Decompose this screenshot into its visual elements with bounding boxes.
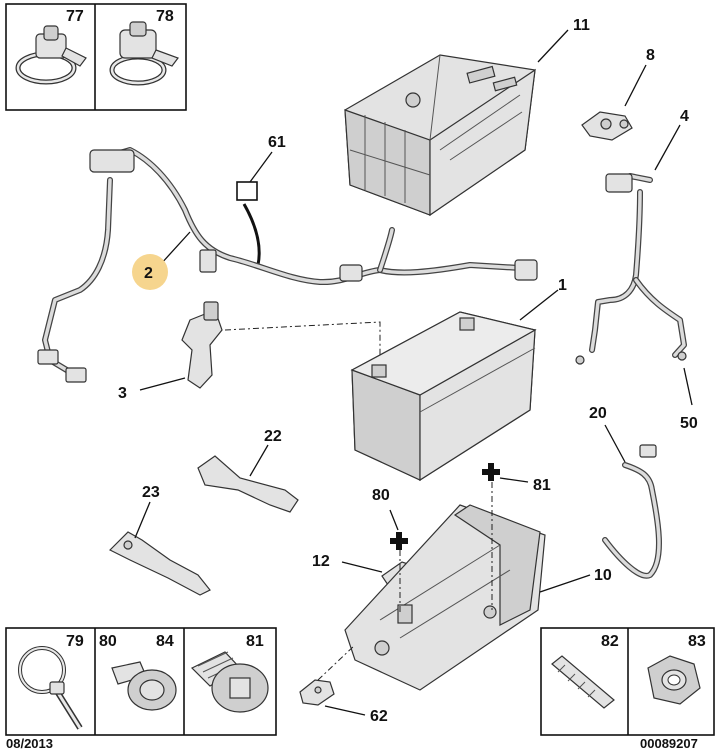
label-61: 61 xyxy=(268,134,286,151)
label-1: 1 xyxy=(558,277,567,294)
label-50: 50 xyxy=(680,415,698,432)
label-83: 83 xyxy=(688,633,706,650)
bracket-3 xyxy=(181,301,223,389)
label-81-bottom: 81 xyxy=(246,633,264,650)
label-82: 82 xyxy=(601,633,619,650)
label-22: 22 xyxy=(264,428,282,445)
ground-cable-20 xyxy=(602,444,662,579)
label-79: 79 xyxy=(66,633,84,650)
cable-clip-78-icon xyxy=(109,21,179,86)
bracket-22 xyxy=(197,455,299,513)
part-61-marker xyxy=(236,181,258,201)
positive-cable-4 xyxy=(575,173,687,365)
label-81-top: 81 xyxy=(533,477,551,494)
bolt-81-icon xyxy=(190,651,269,713)
plus-icon xyxy=(482,463,500,481)
label-11: 11 xyxy=(573,17,590,34)
bracket-23 xyxy=(108,531,211,596)
label-20: 20 xyxy=(589,405,607,422)
label-80-bottom: 80 xyxy=(99,633,117,650)
stud-82-icon xyxy=(551,655,615,709)
label-2: 2 xyxy=(144,265,153,282)
label-8: 8 xyxy=(646,47,655,64)
cable-clip-77-icon xyxy=(15,25,87,85)
terminal-clamp-8 xyxy=(581,111,633,141)
nut-83-icon xyxy=(647,655,701,705)
plus-icon xyxy=(390,532,408,550)
label-3: 3 xyxy=(118,385,127,402)
label-12: 12 xyxy=(312,553,330,570)
footer-date: 08/2013 xyxy=(6,736,53,750)
bracket-62 xyxy=(299,679,335,706)
label-4: 4 xyxy=(680,108,689,125)
screw-80-84-icon xyxy=(111,661,177,711)
cable-tie-79-icon xyxy=(18,646,83,730)
label-77: 77 xyxy=(66,8,84,25)
highlight-marker xyxy=(132,254,168,290)
battery-1 xyxy=(350,311,537,482)
label-10: 10 xyxy=(594,567,612,584)
battery-housing-11 xyxy=(344,54,536,217)
wiring-harness-2 xyxy=(37,147,538,383)
label-84: 84 xyxy=(156,633,174,650)
label-23: 23 xyxy=(142,484,160,501)
label-62: 62 xyxy=(370,708,388,725)
label-80-top: 80 xyxy=(372,487,390,504)
battery-tray-10 xyxy=(344,504,546,691)
footer-ref: 00089207 xyxy=(640,736,698,750)
label-78: 78 xyxy=(156,8,174,25)
